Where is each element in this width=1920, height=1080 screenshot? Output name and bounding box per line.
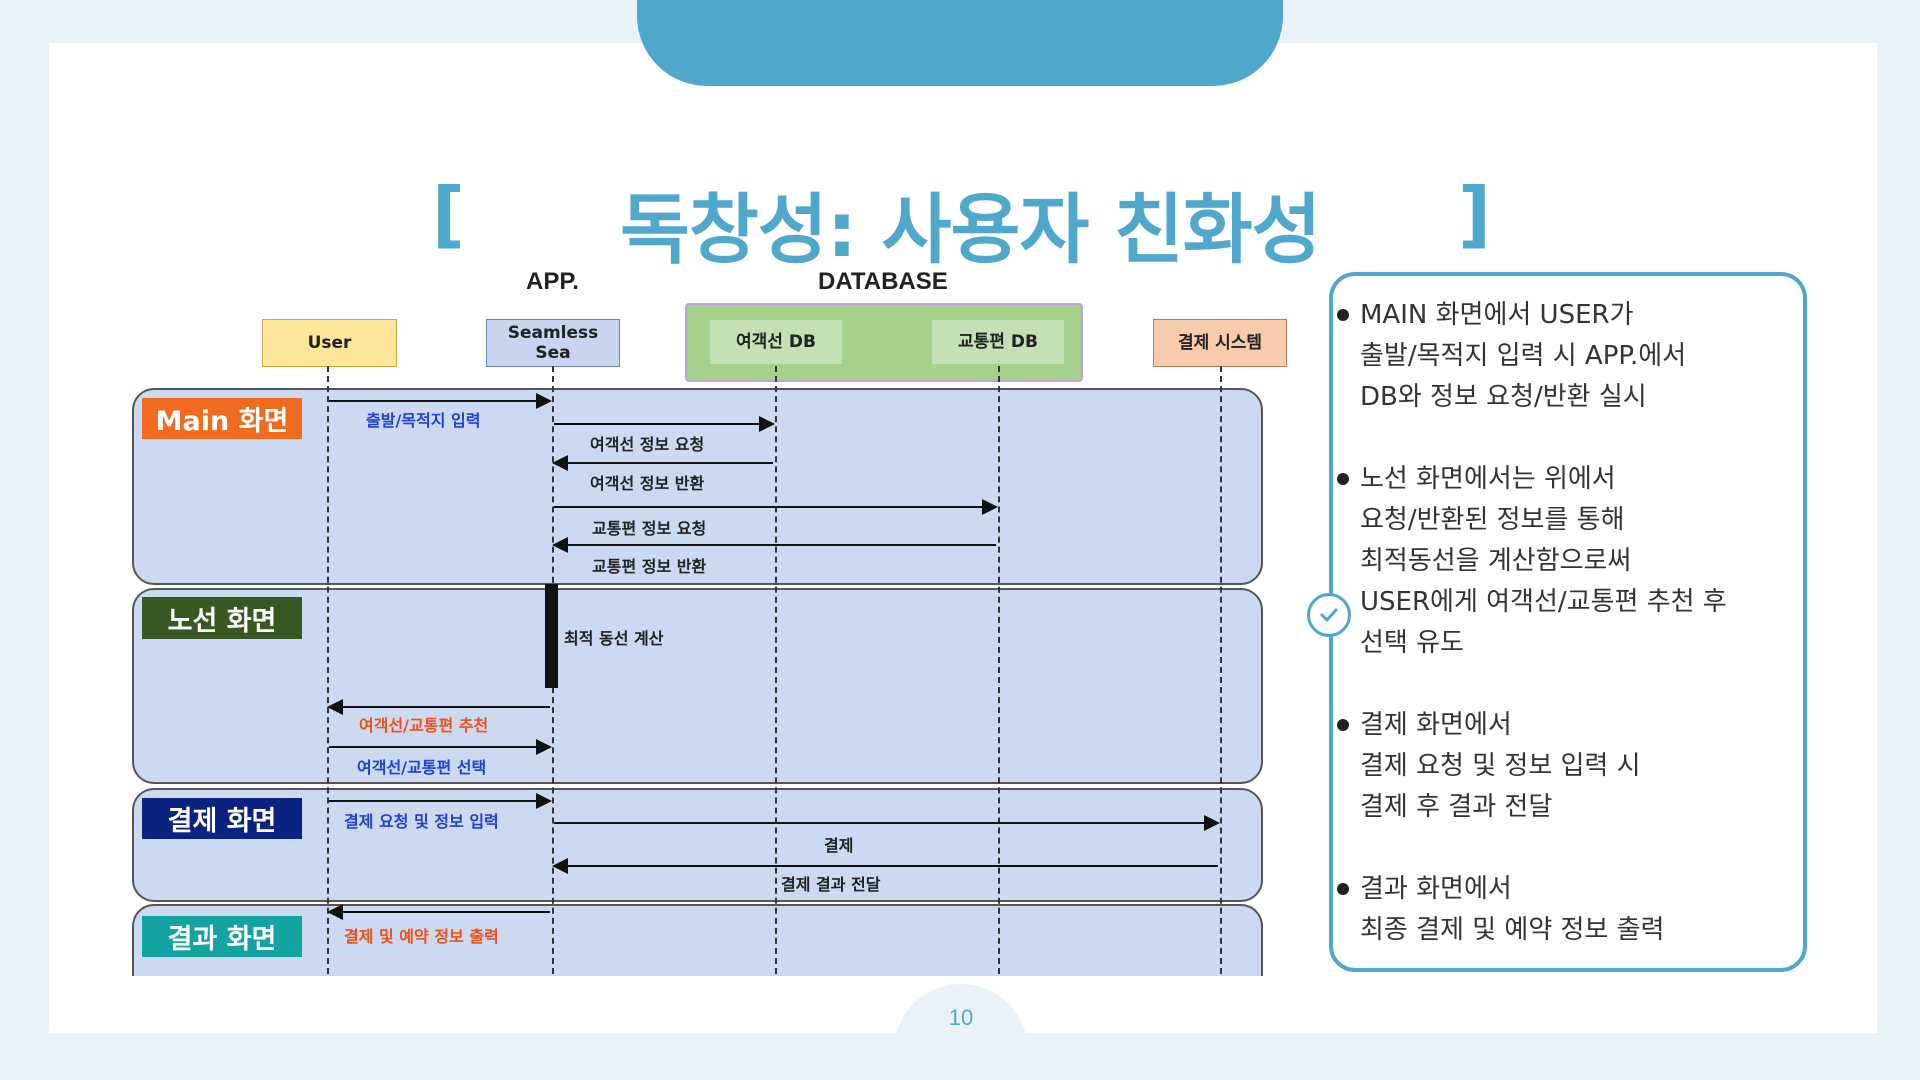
- bullet-line: DB와 정보 요청/반환 실시: [1360, 382, 1647, 412]
- lane-main: [132, 388, 1263, 585]
- bullet-dot: [1337, 309, 1349, 321]
- stage-tag-main: Main 화면: [142, 398, 302, 439]
- message-label-m3: 여객선 정보 반환: [590, 474, 705, 493]
- message-label-m8: 여객선/교통편 선택: [357, 758, 487, 777]
- message-label-m5: 교통편 정보 반환: [592, 557, 707, 576]
- lane-payment: [132, 788, 1263, 902]
- stage-tag-payment: 결제 화면: [142, 798, 302, 839]
- message-label-m12: 결제 및 예약 정보 출력: [344, 927, 499, 946]
- bullet-line: 결제 요청 및 정보 입력 시: [1360, 751, 1641, 781]
- bullet-dot: [1337, 719, 1349, 731]
- lifeline-user: [327, 366, 329, 974]
- header-tab-decoration: [637, 0, 1283, 86]
- lane-route: [132, 588, 1263, 784]
- bullet-line: USER에게 여객선/교통편 추천 후: [1360, 587, 1727, 617]
- bullet-line: 결과 화면에서: [1360, 874, 1512, 904]
- group-label-database: DATABASE: [818, 268, 948, 295]
- title-close-bracket: ]: [1458, 172, 1491, 256]
- bullet-line: 최적동선을 계산함으로써: [1360, 546, 1632, 576]
- message-label-m7: 여객선/교통편 추천: [359, 716, 489, 735]
- activation-bar: [545, 584, 558, 688]
- lane-result: [132, 904, 1263, 976]
- bullet-line: MAIN 화면에서 USER가: [1360, 300, 1634, 330]
- lifeline-payment-system: [1220, 366, 1222, 974]
- bullet-line: 요청/반환된 정보를 통해: [1360, 505, 1625, 535]
- message-label-m10: 결제: [824, 836, 854, 855]
- check-circle-icon: [1307, 593, 1351, 637]
- participant-app: Seamless Sea: [486, 319, 620, 367]
- participant-user: User: [262, 319, 397, 367]
- participant-app-line2: Sea: [535, 343, 571, 363]
- stage-tag-result: 결과 화면: [142, 916, 302, 957]
- lifeline-transport-db: [998, 366, 1000, 974]
- group-label-app: APP.: [526, 268, 579, 295]
- bullet-dot: [1337, 883, 1349, 895]
- message-label-m1: 출발/목적지 입력: [366, 411, 481, 430]
- message-label-m9: 결제 요청 및 정보 입력: [344, 812, 499, 831]
- bullet-line: 노선 화면에서는 위에서: [1360, 464, 1616, 494]
- title-open-bracket: [: [432, 172, 465, 256]
- bullet-line: 최종 결제 및 예약 정보 출력: [1360, 915, 1665, 945]
- participant-payment-system: 결제 시스템: [1153, 319, 1287, 367]
- message-label-m6: 최적 동선 계산: [564, 629, 664, 648]
- message-label-m2: 여객선 정보 요청: [590, 435, 705, 454]
- page-number: 10: [948, 1005, 974, 1030]
- message-label-m4: 교통편 정보 요청: [592, 519, 707, 538]
- participant-transport-db: 교통편 DB: [932, 320, 1064, 364]
- participant-app-line1: Seamless: [507, 323, 599, 343]
- bullet-item: 결과 화면에서 최종 결제 및 예약 정보 출력: [1337, 869, 1665, 951]
- message-label-m11: 결제 결과 전달: [781, 875, 881, 894]
- bullet-line: 선택 유도: [1360, 628, 1464, 658]
- bullet-item: 결제 화면에서 결제 요청 및 정보 입력 시 결제 후 결과 전달: [1337, 705, 1641, 828]
- bullet-dot: [1337, 473, 1349, 485]
- slide-title: [ 독창성: 사용자 친화성 ]: [0, 168, 1920, 274]
- bullet-line: 출발/목적지 입력 시 APP.에서: [1360, 341, 1687, 371]
- stage-tag-route: 노선 화면: [142, 597, 302, 639]
- bullet-line: 결제 화면에서: [1360, 710, 1512, 740]
- bullet-line: 결제 후 결과 전달: [1360, 792, 1553, 822]
- bullet-item: 노선 화면에서는 위에서 요청/반환된 정보를 통해 최적동선을 계산함으로써 …: [1337, 459, 1727, 664]
- participant-ferry-db: 여객선 DB: [710, 320, 842, 364]
- bullet-item: MAIN 화면에서 USER가 출발/목적지 입력 시 APP.에서 DB와 정…: [1337, 295, 1687, 418]
- lifeline-ferry-db: [775, 366, 777, 974]
- title-text: 독창성: 사용자 친화성: [620, 185, 1322, 274]
